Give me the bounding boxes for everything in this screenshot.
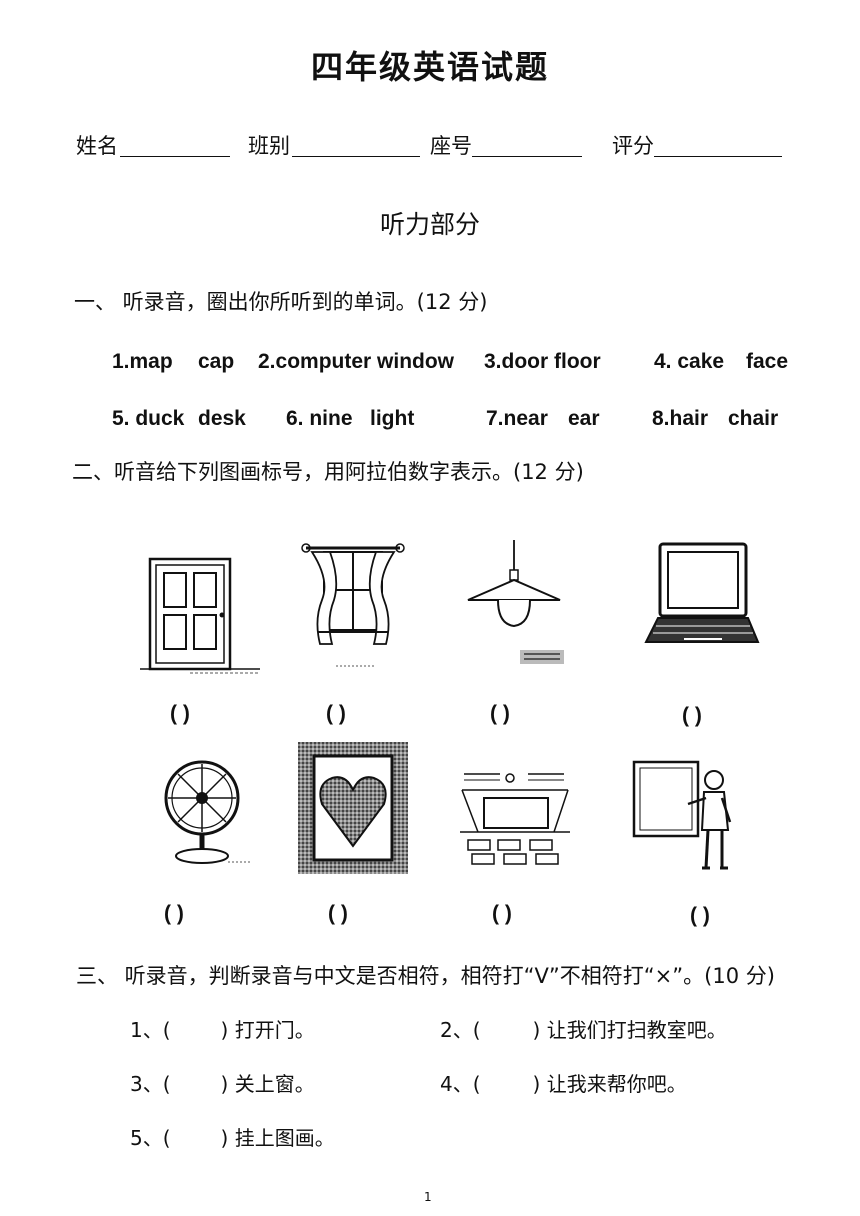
page-number: 1 xyxy=(424,1190,432,1204)
section1-heading: 一、 听录音，圈出你所听到的单词。(12 分) xyxy=(74,290,488,314)
word-option[interactable]: 3.door floor xyxy=(484,350,601,373)
word-option[interactable]: 1.map xyxy=(112,350,173,373)
item-number[interactable]: 3、( xyxy=(130,1072,171,1096)
word-option[interactable]: 8.hair xyxy=(652,407,709,430)
answer-paren[interactable]: ( ) xyxy=(690,904,710,927)
lamp-picture xyxy=(467,540,564,664)
item-text: 打开门。 xyxy=(234,1018,315,1042)
judge-item-2: 2、() 让我们打扫教室吧。 xyxy=(440,1018,727,1042)
answer-paren[interactable]: ( ) xyxy=(164,902,184,925)
item-text: 让我来帮你吧。 xyxy=(546,1072,687,1096)
word-option[interactable]: desk xyxy=(198,407,246,430)
item-number[interactable]: 1、( xyxy=(130,1018,171,1042)
class-blank[interactable] xyxy=(292,156,420,157)
section-title: 听力部分 xyxy=(379,210,480,239)
classroom-picture xyxy=(460,773,570,865)
student-info-row: 姓名 班别 座号 评分 xyxy=(76,130,796,160)
word-option[interactable]: cap xyxy=(198,350,235,373)
answer-paren[interactable]: ( ) xyxy=(490,702,510,725)
fan-picture xyxy=(164,760,252,864)
judge-item-4: 4、() 让我来帮你吧。 xyxy=(440,1072,687,1096)
answer-paren[interactable]: ( ) xyxy=(326,702,346,725)
word-option[interactable]: 6. nine xyxy=(286,407,353,430)
answer-paren[interactable]: ( ) xyxy=(170,702,190,725)
item-text: 挂上图画。 xyxy=(234,1126,335,1150)
judge-item-3: 3、() 关上窗。 xyxy=(130,1072,315,1096)
computer-picture xyxy=(644,542,760,643)
seat-label: 座号 xyxy=(430,134,472,158)
word-option[interactable]: 7.near xyxy=(486,407,548,430)
class-label: 班别 xyxy=(248,134,290,158)
word-option[interactable]: light xyxy=(370,407,415,430)
door-picture xyxy=(140,557,260,674)
window-picture xyxy=(301,543,405,667)
score-label: 评分 xyxy=(612,134,654,158)
item-number[interactable]: 5、( xyxy=(130,1126,171,1150)
item-text: 关上窗。 xyxy=(234,1072,315,1096)
word-option[interactable]: face xyxy=(746,350,789,373)
framed-picture xyxy=(298,742,408,874)
word-option[interactable]: chair xyxy=(728,407,779,430)
item-number[interactable]: 4、( xyxy=(440,1072,481,1096)
answer-paren[interactable]: ( ) xyxy=(492,902,512,925)
answer-paren[interactable]: ( ) xyxy=(682,704,702,727)
page-title: 四年级英语试题 xyxy=(310,48,549,86)
section3-heading: 三、 听录音，判断录音与中文是否相符，相符打“V”不相符打“×”。(10 分) xyxy=(76,964,775,988)
score-blank[interactable] xyxy=(654,156,782,157)
judge-item-1: 1、() 打开门。 xyxy=(130,1018,315,1042)
word-option[interactable]: 2.computer window xyxy=(258,350,455,373)
word-option[interactable]: ear xyxy=(568,407,600,430)
name-blank[interactable] xyxy=(120,156,230,157)
name-label: 姓名 xyxy=(76,134,118,158)
item-number[interactable]: 2、( xyxy=(440,1018,481,1042)
word-option[interactable]: 4. cake xyxy=(654,350,725,373)
seat-blank[interactable] xyxy=(472,156,582,157)
word-option[interactable]: 5. duck xyxy=(112,407,185,430)
answer-paren[interactable]: ( ) xyxy=(328,902,348,925)
teacher-blackboard-picture xyxy=(632,760,732,870)
section2-heading: 二、听音给下列图画标号，用阿拉伯数字表示。(12 分) xyxy=(72,460,584,484)
judge-item-5: 5、() 挂上图画。 xyxy=(130,1126,335,1150)
item-text: 让我们打扫教室吧。 xyxy=(546,1018,727,1042)
